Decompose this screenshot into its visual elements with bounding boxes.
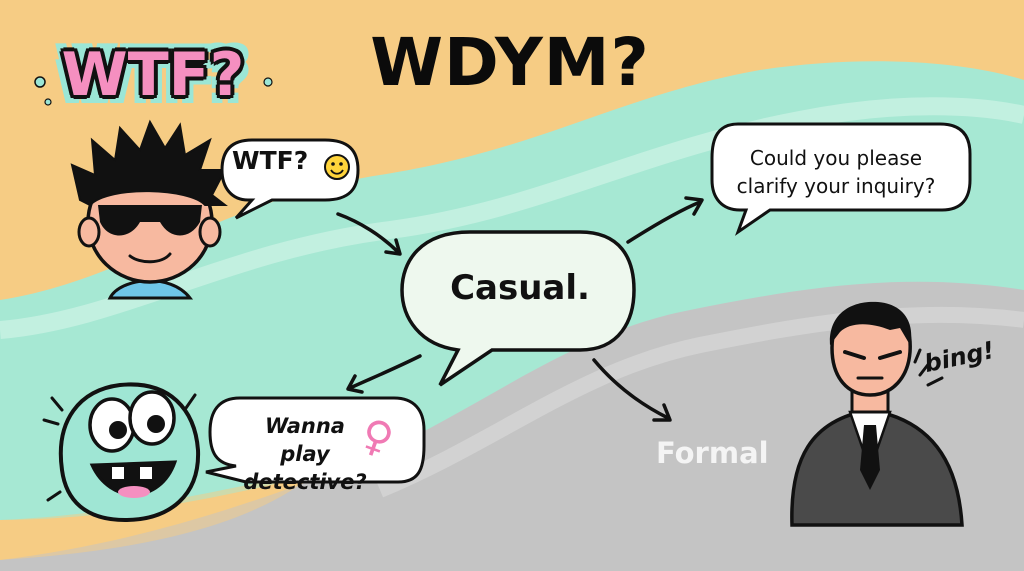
- sunglasses-kid-icon: [70, 119, 228, 300]
- sparkle-dot: [44, 98, 52, 106]
- detective-bubble: [205, 396, 426, 484]
- arrow-icon: [626, 196, 704, 244]
- wave-grey-highlight: [376, 306, 1024, 498]
- formal-question-line: clarify your inquiry?: [736, 174, 936, 198]
- sparkle-dot: [34, 76, 46, 88]
- sparkle-dot: [263, 77, 273, 87]
- detective-line: detective?: [243, 470, 367, 494]
- wtf-badge: WTF?: [61, 40, 245, 110]
- arrow-icon: [336, 212, 402, 256]
- casual-bubble-text: Casual.: [450, 268, 590, 308]
- casual-bubble: [400, 230, 636, 387]
- formal-label: Formal: [656, 436, 769, 470]
- formal-question-line: Could you please: [749, 146, 923, 170]
- smiley-face-icon: [324, 154, 350, 180]
- arrow-icon: [346, 354, 422, 394]
- formal-question-bubble: [710, 122, 972, 236]
- formal-question-text: Could you please clarify your inquiry?: [726, 144, 946, 200]
- page-title: WDYM?: [370, 24, 650, 101]
- wtf-bubble: [220, 138, 360, 220]
- businessman-icon: [790, 301, 964, 527]
- wtf-bubble-text: WTF?: [232, 146, 309, 175]
- arrow-icon: [592, 358, 672, 422]
- detective-bubble-text: Wanna play detective?: [240, 412, 370, 496]
- detective-line: Wanna play: [265, 414, 345, 466]
- monster-icon: [42, 382, 201, 523]
